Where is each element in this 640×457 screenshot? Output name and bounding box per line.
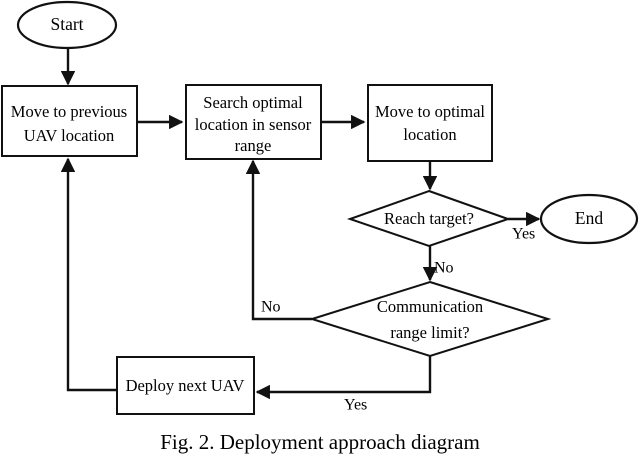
node-end-label: End — [575, 208, 603, 228]
node-search-line-1: Search optimal — [203, 93, 303, 112]
node-comm-line-1: Communication — [377, 297, 483, 316]
edge-label-comm-no: No — [261, 299, 281, 316]
figure-caption: Fig. 2. Deployment approach diagram — [160, 430, 480, 454]
node-search-optimal-location[interactable]: Search optimal location in sensor range — [185, 84, 322, 160]
node-deploy-label: Deploy next UAV — [126, 376, 245, 395]
node-search-line-3: range — [235, 136, 272, 155]
edge-comm-no-to-search — [245, 159, 312, 321]
node-start-label: Start — [50, 14, 83, 34]
node-move-prev-line-2: UAV location — [24, 126, 115, 145]
node-move-opt-line-1: Move to optimal — [375, 102, 485, 121]
node-deploy-next-uav[interactable]: Deploy next UAV — [116, 356, 255, 415]
node-comm-line-2: range limit? — [390, 323, 469, 342]
node-reach-target-decision[interactable]: Reach target? — [346, 189, 512, 248]
edge-label-reach-yes: Yes — [512, 226, 535, 243]
node-move-prev-line-1: Move to previous — [11, 102, 127, 121]
node-end[interactable]: End — [539, 193, 639, 245]
node-start[interactable]: Start — [16, 0, 118, 50]
node-move-to-optimal-location[interactable]: Move to optimal location — [367, 84, 493, 162]
edge-comm-yes-to-deploy — [255, 355, 432, 400]
node-communication-range-limit-decision[interactable]: Communication range limit? — [308, 280, 552, 358]
edge-deploy-to-move-prev — [60, 157, 117, 392]
node-reach-target-label: Reach target? — [384, 209, 474, 228]
node-search-line-2: location in sensor — [195, 115, 312, 134]
node-move-opt-line-2: location — [403, 125, 456, 144]
edge-label-reach-no: No — [434, 260, 454, 277]
node-move-to-previous-uav-location[interactable]: Move to previous UAV location — [1, 85, 138, 157]
edge-label-comm-yes: Yes — [344, 397, 367, 414]
